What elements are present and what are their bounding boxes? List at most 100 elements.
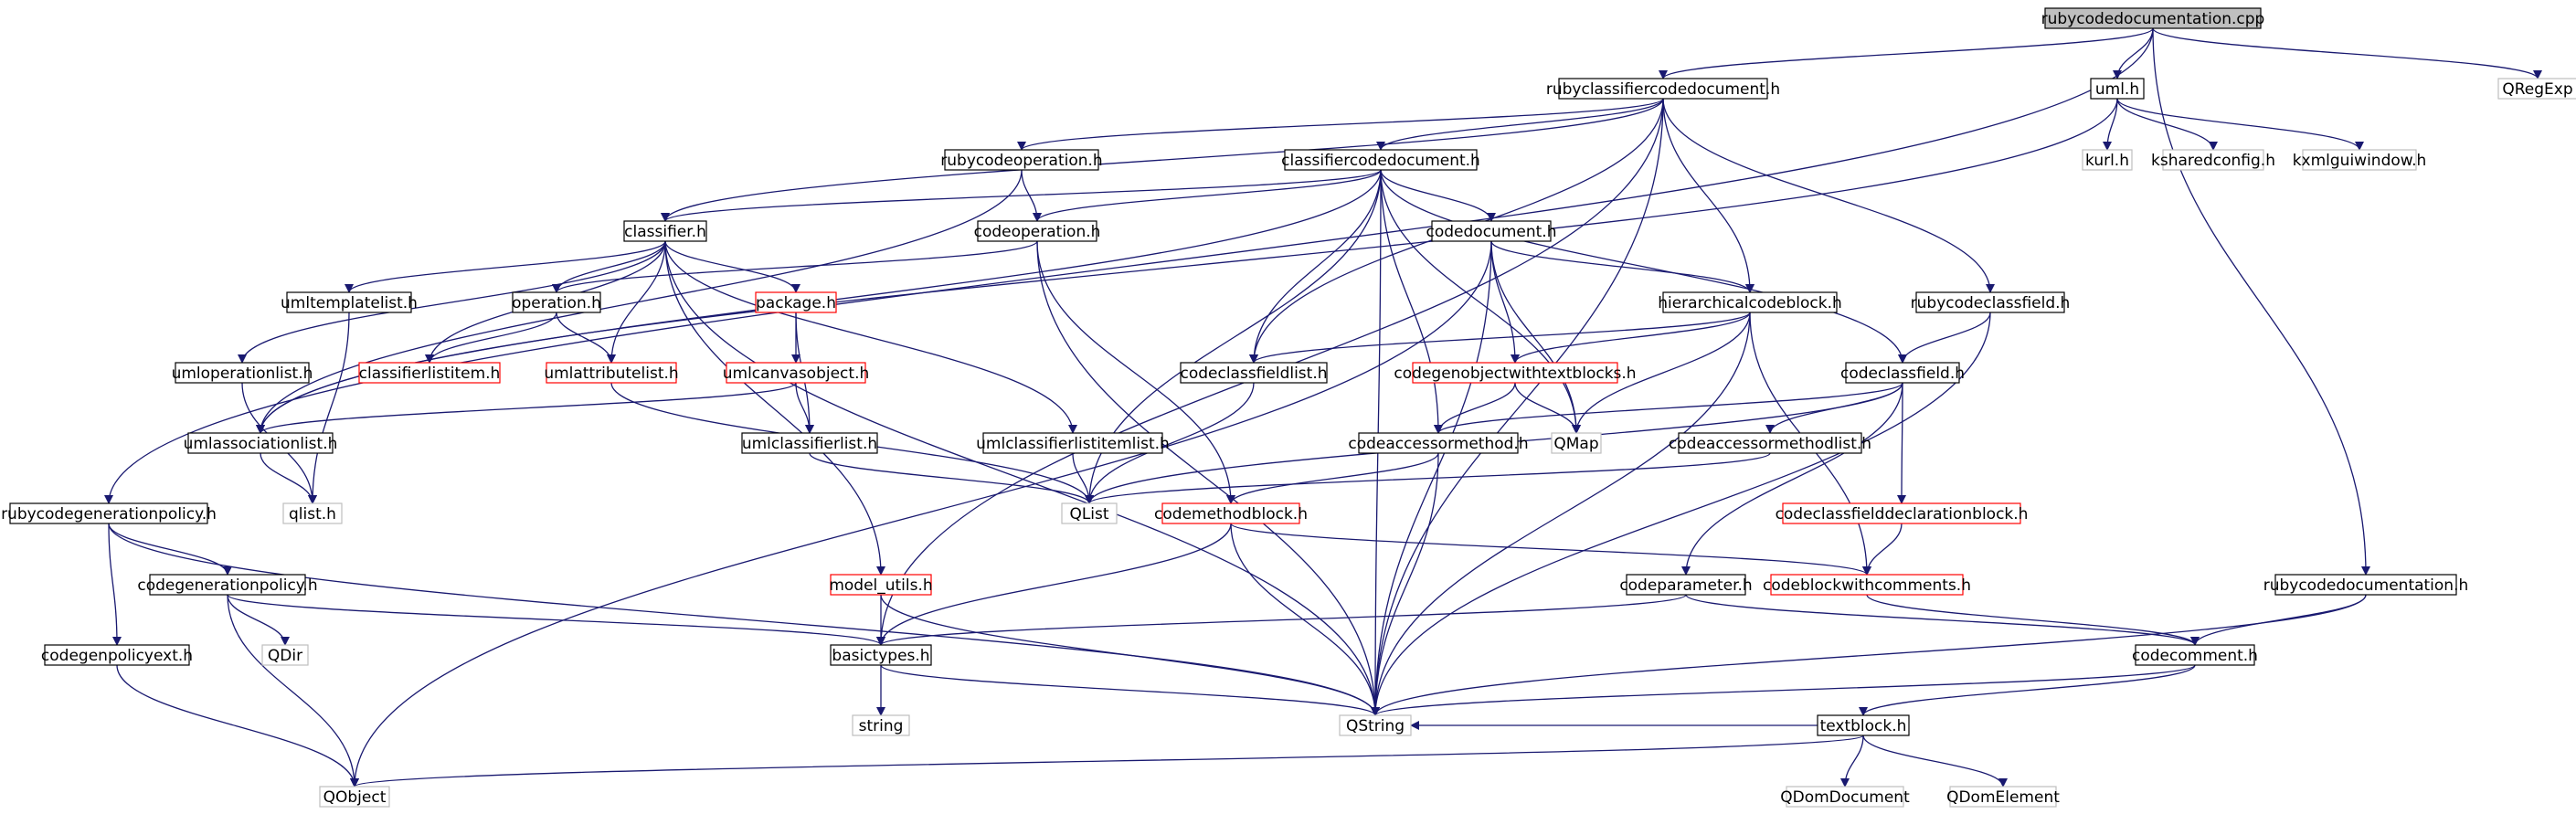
edge-codegenpolicyext-to-qobject <box>116 664 359 788</box>
node-classifiercodedocument-h[interactable]: classifiercodedocument.h <box>1281 149 1480 171</box>
edge-basictypes-to-qstring <box>880 664 1380 716</box>
node-rubycodegenerationpolicy-h-box <box>9 502 208 524</box>
edge-ccd-to-codeclassfieldlist <box>1249 169 1382 364</box>
node-rubycodedocumentation-h-box <box>2274 574 2457 596</box>
node-umlclassifierlist-h[interactable]: umlclassifierlist.h <box>741 432 878 454</box>
edge-umlcanvasobject-to-umlclassifierlist <box>795 382 814 434</box>
edge-codeclassfield-to-codeparameter <box>1681 382 1903 576</box>
node-hierarchicalcodeblock-h[interactable]: hierarchicalcodeblock.h <box>1658 291 1842 313</box>
node-qdomdocument-label: QDomDocument <box>1780 788 1910 807</box>
edge-cgowtb-to-qmap <box>1514 382 1581 434</box>
node-codedocument-h[interactable]: codedocument.h <box>1426 220 1557 242</box>
node-model-utils-h[interactable]: model_utils.h <box>829 574 933 596</box>
node-rubycodeclassfield-h-box <box>1915 291 2065 313</box>
node-umlassociationlist-h[interactable]: umlassociationlist.h <box>184 432 338 454</box>
node-qstring-label: QString <box>1346 717 1405 735</box>
node-codeoperation-h[interactable]: codeoperation.h <box>974 220 1101 242</box>
node-rubycodegenerationpolicy-h[interactable]: rubycodegenerationpolicy.h <box>1 502 217 524</box>
node-uml-h-box <box>2090 78 2145 100</box>
node-codemethodblock-h-label: codemethodblock.h <box>1154 505 1308 523</box>
node-ksharedconfig-h: ksharedconfig.h <box>2151 149 2275 171</box>
edge-ccd-to-qmap <box>1380 169 1581 434</box>
node-umlattributelist-h-box <box>546 362 677 384</box>
node-codeaccessormethod-h[interactable]: codeaccessormethod.h <box>1348 432 1529 454</box>
node-rubycodedocumentation-h[interactable]: rubycodedocumentation.h <box>2263 574 2469 596</box>
node-codegenerationpolicy-h[interactable]: codegenerationpolicy.h <box>137 574 318 596</box>
node-codegenobjectwithtextblocks-h[interactable]: codegenobjectwithtextblocks.h <box>1394 362 1637 384</box>
node-rubycodeclassfield-h[interactable]: rubycodeclassfield.h <box>1911 291 2071 313</box>
node-rubycodedocumentation-cpp[interactable]: rubycodedocumentation.cpp <box>2041 7 2265 29</box>
node-rubycodeoperation-h[interactable]: rubycodeoperation.h <box>940 149 1103 171</box>
node-classifier-h-box <box>623 220 707 242</box>
edge-codemethodblock-to-basictypes <box>876 523 1232 646</box>
node-codeclassfielddeclarationblock-h[interactable]: codeclassfielddeclarationblock.h <box>1776 502 2029 524</box>
node-kurl-h: kurl.h <box>2082 149 2133 171</box>
edge-textblock-to-qdomdocument <box>1840 735 1864 788</box>
node-codeclassfield-h[interactable]: codeclassfield.h <box>1840 362 1965 384</box>
node-basictypes-h[interactable]: basictypes.h <box>830 644 932 666</box>
node-codeclassfieldlist-h-label: codeclassfieldlist.h <box>1180 365 1327 383</box>
node-string-box <box>852 714 910 736</box>
node-classifier-h[interactable]: classifier.h <box>623 220 707 242</box>
node-umltemplatelist-h-label: umltemplatelist.h <box>281 294 418 312</box>
node-qlist-box <box>1061 502 1118 524</box>
node-classifierlistitem-h[interactable]: classifierlistitem.h <box>358 362 501 384</box>
node-codemethodblock-h[interactable]: codemethodblock.h <box>1154 502 1308 524</box>
node-umltemplatelist-h[interactable]: umltemplatelist.h <box>281 291 418 313</box>
edge-codeoperation-to-operation <box>552 240 1038 293</box>
edge-codeclassfieldlist-to-qlist <box>1085 382 1255 504</box>
edge-textblock-to-qdomelement <box>1862 735 2008 788</box>
edge-ccd-to-classifier <box>661 169 1382 222</box>
edge-codedocument-to-qmap <box>1490 240 1581 434</box>
edge-textblock-to-qobject <box>350 735 1864 788</box>
node-umlcanvasobject-h[interactable]: umlcanvasobject.h <box>723 362 870 384</box>
node-qdomelement-label: QDomElement <box>1946 788 2060 807</box>
node-package-h[interactable]: package.h <box>755 291 837 313</box>
node-qlist-h-label: qlist.h <box>289 505 336 523</box>
node-qmap-label: QMap <box>1553 435 1598 453</box>
edge-rubycodedocumentation-to-qstring <box>1371 594 2367 716</box>
node-kxmlguiwindow-h-box <box>2302 149 2417 171</box>
edge-ccd-to-codeclassfield <box>1380 169 1907 364</box>
edge-classifier-to-qstring <box>664 240 1380 716</box>
node-codegenpolicyext-h-label: codegenpolicyext.h <box>41 647 193 665</box>
node-uml-h[interactable]: uml.h <box>2090 78 2145 100</box>
node-qmap: QMap <box>1551 432 1602 454</box>
node-codeclassfielddeclarationblock-h-box <box>1782 502 2021 524</box>
node-codegenpolicyext-h[interactable]: codegenpolicyext.h <box>41 644 193 666</box>
node-umlattributelist-h[interactable]: umlattributelist.h <box>544 362 679 384</box>
node-hierarchicalcodeblock-h-box <box>1662 291 1838 313</box>
node-operation-h[interactable]: operation.h <box>512 291 601 313</box>
node-codeparameter-h[interactable]: codeparameter.h <box>1619 574 1753 596</box>
edge-codegenerationpolicy-to-qdir <box>227 594 290 646</box>
node-codegenerationpolicy-h-label: codegenerationpolicy.h <box>137 576 317 595</box>
edge-codeaccessormethod-to-qstring <box>1371 452 1439 716</box>
node-qdir: QDir <box>261 644 309 666</box>
node-codeaccessormethodlist-h[interactable]: codeaccessormethodlist.h <box>1669 432 1871 454</box>
node-hierarchicalcodeblock-h-label: hierarchicalcodeblock.h <box>1658 294 1842 312</box>
edge-codegenerationpolicy-to-basictypes <box>227 594 885 646</box>
node-codemethodblock-h-box <box>1161 502 1300 524</box>
edge-root-to-rubycodegenerationpolicy <box>104 27 2154 504</box>
node-codeblockwithcomments-h[interactable]: codeblockwithcomments.h <box>1763 574 1971 596</box>
node-codecomment-h[interactable]: codecomment.h <box>2132 644 2258 666</box>
node-model-utils-h-label: model_utils.h <box>829 576 932 595</box>
node-umloperationlist-h-box <box>175 362 310 384</box>
node-umlassociationlist-h-label: umlassociationlist.h <box>184 435 338 453</box>
node-qstring: QString <box>1339 714 1412 736</box>
node-umlclassifierlistitemlist-h[interactable]: umlclassifierlistitemlist.h <box>976 432 1170 454</box>
node-codeaccessormethod-h-box <box>1358 432 1519 454</box>
node-rubyclassifiercodedocument-h[interactable]: rubyclassifiercodedocument.h <box>1546 78 1780 100</box>
node-qdir-label: QDir <box>268 647 302 665</box>
node-qregexp-box <box>2497 78 2576 100</box>
node-umloperationlist-h[interactable]: umloperationlist.h <box>172 362 313 384</box>
edge-codeblockwithcomments-to-codecomment <box>1866 594 2200 646</box>
node-kurl-h-box <box>2082 149 2133 171</box>
edge-codeparameter-to-basictypes <box>876 594 1687 646</box>
node-codeclassfieldlist-h[interactable]: codeclassfieldlist.h <box>1180 362 1328 384</box>
node-umltemplatelist-h-box <box>286 291 412 313</box>
edge-rccd-to-classifier <box>661 98 1664 222</box>
node-codeclassfieldlist-h-box <box>1180 362 1328 384</box>
node-textblock-h[interactable]: textblock.h <box>1817 714 1910 736</box>
